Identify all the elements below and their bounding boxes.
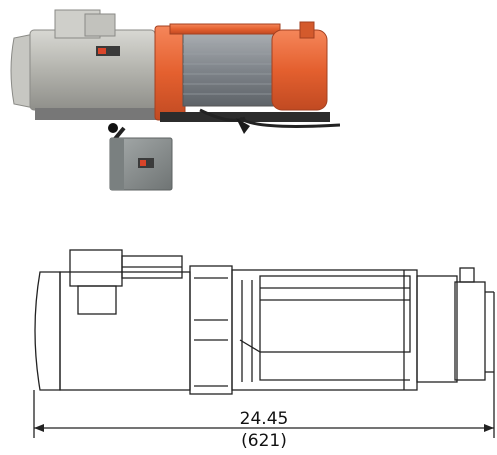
drawing-gearbox [416,275,458,383]
motor-body [29,29,156,111]
winch-dimension-drawing: 24.45 (621) [33,249,495,451]
dimension-arrow-left [34,424,44,432]
winch-left-housing [154,25,186,121]
dimension-inches: 24.45 [240,409,289,429]
winch-base-frame [160,112,330,122]
drawing-coupling [189,265,233,395]
drawing-motor-body [59,271,191,391]
drawing-motor-endcap [34,271,61,391]
cable-exit [199,108,340,128]
motor-end-cap [10,33,35,109]
dimension-mm: (621) [241,431,287,451]
winch-product-photo [10,9,340,191]
dimension-arrow-right [484,424,494,432]
winch-drum-cable [182,33,276,107]
winch-gearbox [271,29,328,111]
drawing-junction-box [69,249,123,287]
motor-label-plate [96,46,120,56]
